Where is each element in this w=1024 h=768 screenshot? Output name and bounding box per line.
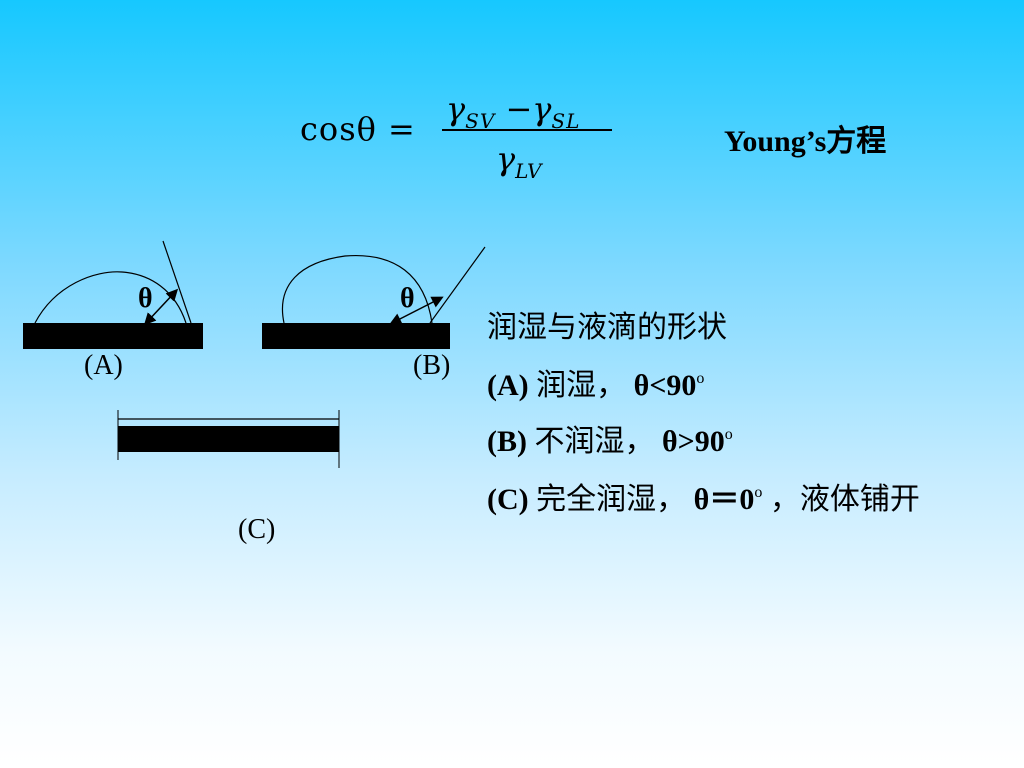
substrate-b bbox=[262, 323, 450, 349]
line-c: (C) 完全润湿， θ＝0o ，液体铺开 bbox=[487, 483, 920, 516]
label-a: (A) bbox=[84, 350, 123, 381]
line-a: (A) 润湿， θ<90o bbox=[487, 369, 705, 402]
drop-b bbox=[282, 254, 433, 324]
angle-arrow-a bbox=[143, 288, 179, 326]
label-b: (B) bbox=[413, 350, 451, 381]
drop-a bbox=[34, 271, 187, 324]
explanation-heading: 润湿与液滴的形状 bbox=[487, 311, 727, 344]
tangent-b bbox=[429, 246, 486, 324]
subscript-lv: LV bbox=[515, 159, 543, 183]
theta-label-a: θ bbox=[138, 283, 153, 314]
angle-arrow-b bbox=[389, 296, 444, 325]
fraction-bar bbox=[442, 129, 612, 131]
theta-label-b: θ bbox=[400, 283, 415, 314]
young-equation: cosθ = γSV −γSL γLV bbox=[300, 88, 630, 188]
tangent-a bbox=[162, 240, 192, 324]
substrate-c bbox=[118, 426, 339, 452]
substrate-a bbox=[23, 323, 203, 349]
formula-denominator: γLV bbox=[496, 140, 543, 183]
label-c: (C) bbox=[238, 514, 276, 545]
equation-title: Young’s方程 bbox=[724, 125, 887, 158]
line-b: (B) 不润湿， θ>90o bbox=[487, 425, 733, 458]
formula-lhs: cosθ = bbox=[300, 110, 416, 148]
